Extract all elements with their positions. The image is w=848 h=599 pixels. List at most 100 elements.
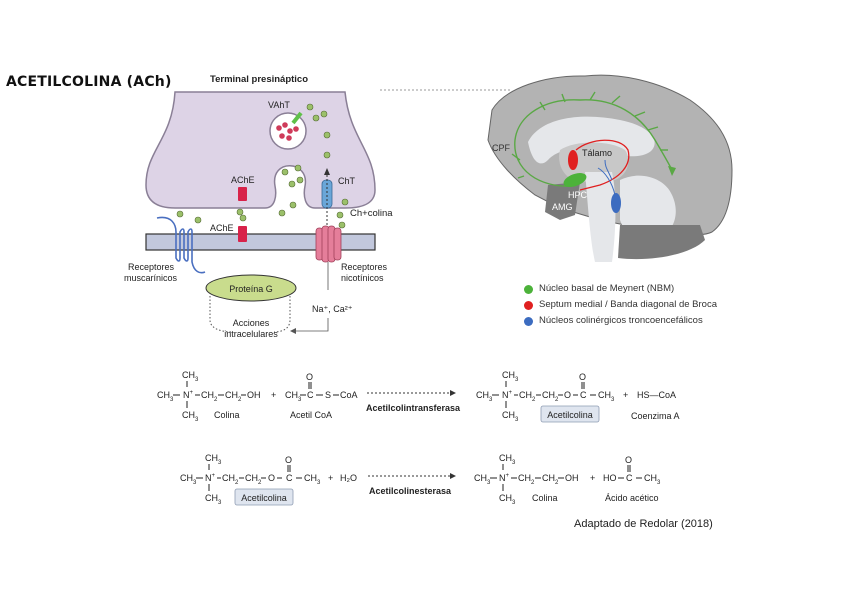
ache-enzyme-bottom: [238, 226, 247, 242]
hpc-label: HPC: [568, 190, 588, 200]
brainstem: [585, 172, 616, 262]
actions-label-2: intracelulares: [224, 329, 278, 339]
svg-text:CH3: CH3: [598, 390, 615, 403]
svg-text:N+: N+: [183, 390, 194, 400]
protein-g: [205, 274, 297, 302]
product-name-1: Acetilcolina: [547, 410, 593, 420]
nbm-nucleus: [563, 173, 587, 187]
acetylcholine-box-2: [234, 488, 294, 506]
svg-text:CH3: CH3: [157, 390, 174, 403]
acetylcholine-structure-1: CH3 CH3 N+ CH2 CH2 O C O CH3 CH3 +: [476, 370, 628, 423]
svg-text:+: +: [271, 390, 276, 400]
coenzyme-name: Coenzima A: [631, 411, 680, 421]
presynaptic-terminal: [145, 91, 376, 209]
temporal-lobe: [545, 182, 580, 220]
svg-text:O: O: [306, 372, 313, 382]
svg-text:CH3: CH3: [182, 370, 199, 383]
svg-text:CH3: CH3: [499, 453, 516, 466]
ache-enzyme-top: [238, 187, 247, 201]
svg-text:+: +: [328, 473, 333, 483]
talamo-label: Tálamo: [582, 148, 612, 158]
page-title: ACETILCOLINA (ACh): [6, 74, 172, 90]
choline-name-2: Colina: [532, 493, 558, 503]
svg-text:OH: OH: [565, 473, 579, 483]
svg-text:N+: N+: [205, 473, 216, 483]
septum-nucleus: [568, 150, 578, 170]
legend-item-nbm: Núcleo basal de Meynert (NBM): [524, 281, 717, 297]
svg-text:CH2: CH2: [518, 473, 535, 486]
green-dot-icon: [524, 284, 533, 294]
muscarinic-receptor: [156, 216, 206, 274]
svg-text:O: O: [285, 455, 292, 465]
legend-item-septum: Septum medial / Banda diagonal de Broca: [524, 297, 717, 313]
protein-g-label: Proteína G: [229, 284, 273, 294]
svg-text:CH3: CH3: [476, 390, 493, 403]
svg-text:O: O: [579, 372, 586, 382]
svg-text:N+: N+: [499, 473, 510, 483]
svg-text:+: +: [590, 473, 595, 483]
cpf-label: CPF: [492, 143, 511, 153]
cht-label: ChT: [338, 176, 356, 186]
svg-text:O: O: [268, 473, 275, 483]
ions-label: Na⁺, Ca²⁺: [312, 304, 353, 314]
cerebellum: [620, 175, 676, 241]
ache-label-bottom: AChE: [210, 223, 234, 233]
svg-text:O: O: [564, 390, 571, 400]
svg-text:N+: N+: [502, 390, 513, 400]
enzyme-1: Acetilcolintransferasa: [366, 403, 461, 413]
red-dot-icon: [524, 300, 533, 310]
svg-text:CH3: CH3: [205, 453, 222, 466]
vesicle-ach: [276, 122, 299, 141]
water: H₂O: [340, 473, 357, 483]
acetylcholine-box-1: [540, 405, 600, 423]
blue-dot-icon: [524, 316, 533, 326]
muscarinic-label-2: muscarínicos: [124, 273, 178, 283]
nicotinic-receptor: [315, 225, 342, 263]
choline-structure-1: CH3 CH3 N+ CH2 CH2 OH CH3 + CH3 C O S Co…: [157, 370, 358, 423]
ache-label-top: AChE: [231, 175, 255, 185]
svg-text:CH2: CH2: [542, 473, 559, 486]
svg-text:S: S: [325, 390, 331, 400]
legend-item-brainstem: Núcleos colinérgicos troncoencefálicos: [524, 313, 717, 329]
svg-text:CH3: CH3: [304, 473, 321, 486]
terminal-label: Terminal presináptico: [210, 74, 308, 85]
ach-molecules: [176, 103, 349, 229]
lower-dark: [618, 225, 705, 260]
credit: Adaptado de Redolar (2018): [574, 518, 713, 530]
choline-name-1: Colina: [214, 410, 240, 420]
svg-text:CoA: CoA: [340, 390, 358, 400]
svg-text:CH2: CH2: [245, 473, 262, 486]
substrate-name-2: Acetilcolina: [241, 493, 287, 503]
vaht-transporter: [291, 111, 303, 125]
vaht-label: VAhT: [268, 100, 290, 110]
svg-text:C: C: [286, 473, 293, 483]
acid-name: Ácido acético: [605, 493, 659, 503]
svg-text:CH3: CH3: [180, 473, 197, 486]
acetylcoa-name: Acetil CoA: [290, 410, 332, 420]
svg-text:CH3: CH3: [182, 410, 199, 423]
svg-text:C: C: [626, 473, 633, 483]
svg-text:CH2: CH2: [201, 390, 218, 403]
nbm-projections: [511, 91, 673, 187]
legend: Núcleo basal de Meynert (NBM) Septum med…: [524, 281, 717, 329]
svg-text:CH3: CH3: [285, 390, 302, 403]
acetylcholine-structure-2: CH3 CH3 N+ CH2 CH2 O C O CH3 CH3 +: [180, 453, 333, 506]
svg-text:CH2: CH2: [542, 390, 559, 403]
svg-text:CH3: CH3: [502, 410, 519, 423]
nicotinic-label-2: nicotínicos: [341, 273, 384, 283]
svg-text:CH3: CH3: [499, 493, 516, 506]
svg-text:CH2: CH2: [225, 390, 242, 403]
svg-text:OH: OH: [247, 390, 261, 400]
amg-label: AMG: [552, 202, 573, 212]
choline-label: Ch+colina: [350, 208, 393, 219]
svg-text:CH2: CH2: [222, 473, 239, 486]
coenzyme-formula: HS—CoA: [637, 390, 676, 400]
svg-text:CH2: CH2: [519, 390, 536, 403]
svg-text:C: C: [307, 390, 314, 400]
svg-text:HO: HO: [603, 473, 617, 483]
enzyme-2: Acetilcolinesterasa: [369, 486, 452, 496]
svg-text:O: O: [625, 455, 632, 465]
svg-text:CH3: CH3: [502, 370, 519, 383]
